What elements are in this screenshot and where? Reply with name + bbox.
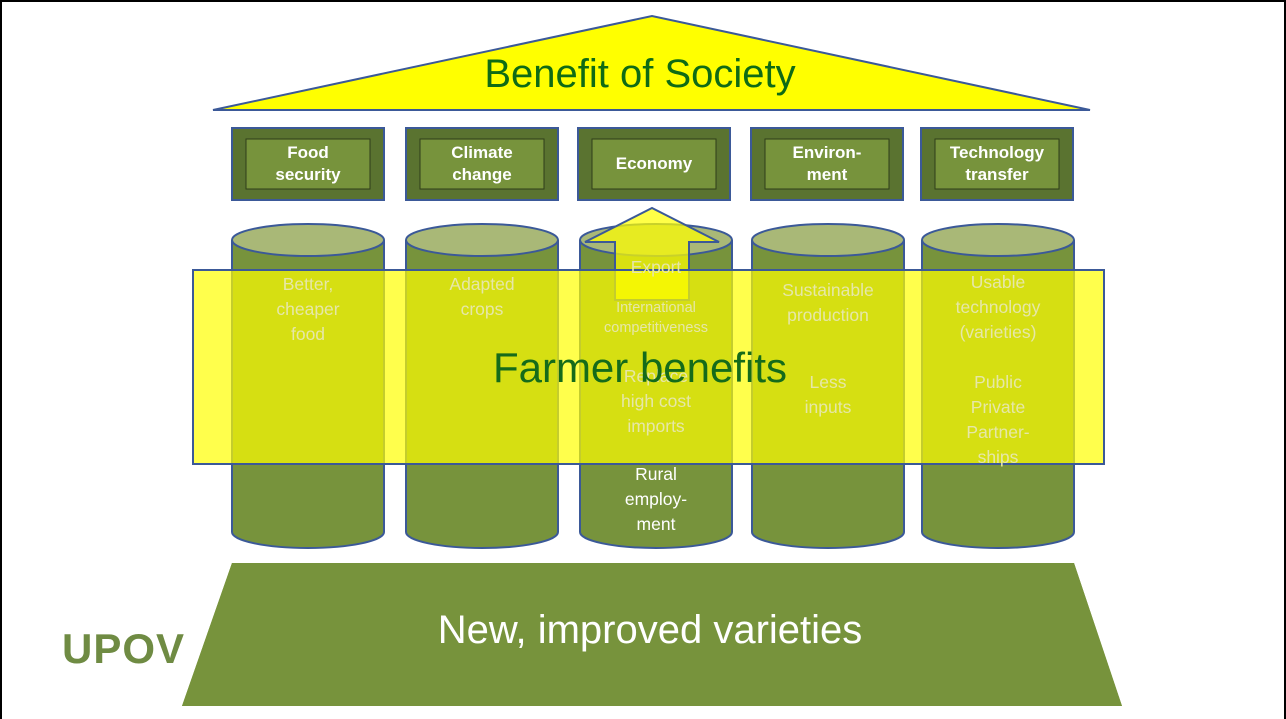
header-label-environment: Environ- ment [792, 143, 862, 184]
pillar-4-text-sustainable: Sustainable production [782, 280, 874, 325]
farmer-benefits-label: Farmer benefits [492, 344, 788, 391]
upov-logo: UPOV [62, 625, 186, 672]
header-plaque-technology-transfer [920, 127, 1074, 201]
header-plaque-climate-change [405, 127, 559, 201]
base-label: New, improved varieties [437, 608, 863, 652]
header-label-climate-change: Climate change [451, 143, 513, 184]
roof-title: Benefit of Society [484, 52, 796, 96]
pillar-3-text-rural-employment: Rural employ- ment [624, 464, 688, 534]
pillar-3-text-imports: Replace high cost imports [620, 366, 692, 436]
pillar-5-text-technology: Usable technology (varieties) [955, 272, 1041, 342]
header-label-food-security: Food security [275, 143, 341, 184]
pillar-5-text-ppp: Public Private Partner- ships [966, 372, 1030, 467]
header-plaque-environment [750, 127, 904, 201]
pillar-1-text: Better, cheaper food [276, 274, 340, 344]
header-plaque-food-security [231, 127, 385, 201]
header-plaque-economy [577, 127, 731, 201]
header-label-technology-transfer: Technology transfer [949, 143, 1045, 184]
farmer-benefits-band [192, 269, 1105, 465]
pillar-4-text-less-inputs: Less inputs [804, 372, 852, 417]
pillar-3-text-competitiveness: International competitiveness [604, 300, 708, 336]
pillar-3-text-export: Export [630, 257, 682, 277]
pillar-2-text: Adapted crops [449, 274, 515, 319]
roof-triangle [212, 14, 1091, 111]
header-label-economy: Economy [615, 154, 693, 173]
